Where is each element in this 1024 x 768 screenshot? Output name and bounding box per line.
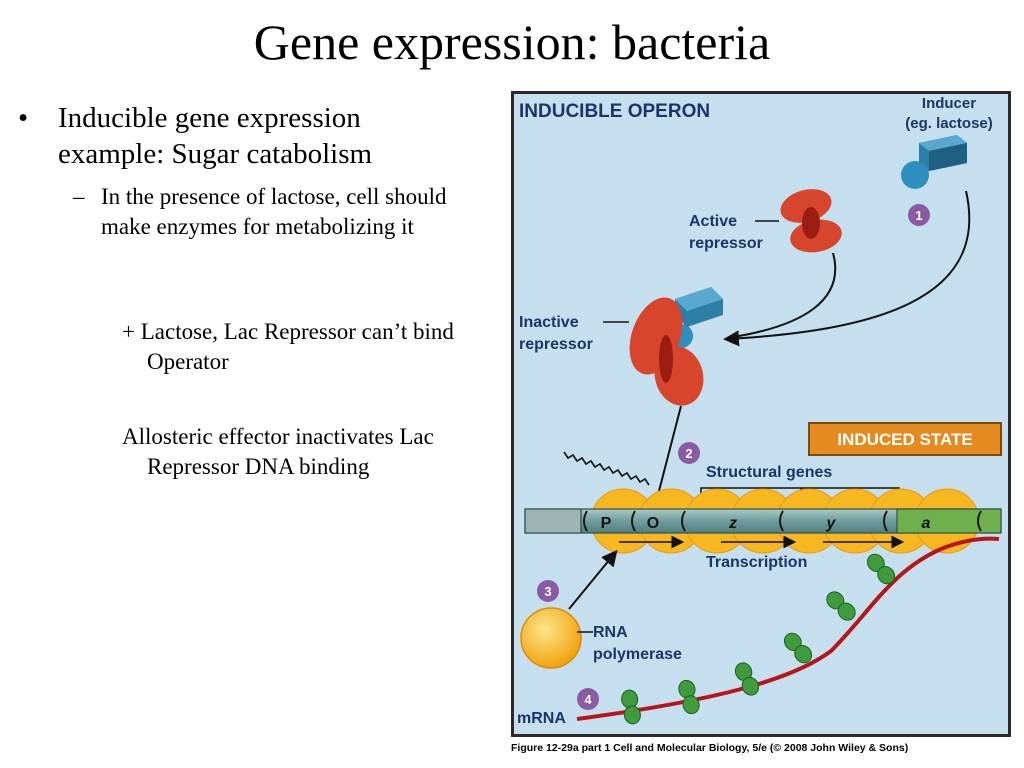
svg-text:2: 2 xyxy=(685,446,692,461)
step-1-badge: 1 xyxy=(908,204,930,226)
polymerase-to-dna-arrow xyxy=(568,549,618,610)
mrna-strand xyxy=(576,536,1000,721)
dna-label-a: a xyxy=(922,515,931,532)
active-repressor-line1: Active xyxy=(689,213,737,230)
dna-dividers xyxy=(583,510,982,532)
repressor-release-arrow xyxy=(658,405,682,492)
note-lactose: + Lactose, Lac Repressor can’t bind Oper… xyxy=(122,319,454,374)
inactive-repressor-line2: repressor xyxy=(519,336,593,353)
rna-polymerase-line2: polymerase xyxy=(593,646,682,663)
inducer-binding-arrow xyxy=(723,190,971,347)
inactive-repressor-line1: Inactive xyxy=(519,314,579,331)
structural-genes-label: Structural genes xyxy=(706,464,832,481)
sub-bullet-marker: – xyxy=(73,184,85,209)
promoter-segment xyxy=(524,508,582,534)
rna-polymerase-line1: RNA xyxy=(593,624,628,641)
figure-caption: Figure 12-29a part 1 Cell and Molecular … xyxy=(511,742,909,754)
svg-text:4: 4 xyxy=(584,692,592,707)
slide-title: Gene expression: bacteria xyxy=(253,14,771,70)
bullet-text-1: Inducible gene expression example: Sugar… xyxy=(58,102,373,170)
dna-label-p: P xyxy=(601,515,612,532)
inactive-repressor-icon xyxy=(629,287,723,406)
svg-text:1: 1 xyxy=(915,208,922,223)
dna-label-o: O xyxy=(647,515,659,532)
bullet-marker: • xyxy=(18,102,29,134)
squiggle-arrow xyxy=(563,451,650,486)
inducer-molecule-icon xyxy=(901,135,967,189)
induced-state-badge xyxy=(808,422,1002,456)
step-4-badge: 4 xyxy=(577,688,599,710)
step-3-badge: 3 xyxy=(537,580,559,602)
induced-state-label: INDUCED STATE xyxy=(837,430,972,449)
active-repressor-icon xyxy=(780,189,842,253)
repressor-to-inactive-arrow xyxy=(732,252,837,338)
active-repressor-line2: repressor xyxy=(689,235,763,252)
transcription-label: Transcription xyxy=(706,554,807,571)
sub-bullet-text-1: In the presence of lactose, cell should … xyxy=(101,184,447,239)
figure-heading: INDUCIBLE OPERON xyxy=(519,101,710,122)
step-2-badge: 2 xyxy=(678,442,700,464)
dna-label-y: y xyxy=(826,515,837,532)
svg-text:3: 3 xyxy=(544,584,551,599)
rna-polymerase-icon xyxy=(520,607,582,669)
gene-a-segment xyxy=(896,508,1002,534)
note-allosteric: Allosteric effector inactivates Lac Repr… xyxy=(122,424,434,479)
dna-label-z: z xyxy=(728,515,737,532)
ribosomes xyxy=(621,553,896,725)
inducer-label-line1: Inducer xyxy=(922,95,976,112)
figure-panel xyxy=(511,91,1011,737)
mrna-label: mRNA xyxy=(517,710,566,727)
inducible-operon-figure: INDUCIBLE OPERON Inducer (eg. lactose) 1… xyxy=(511,91,1011,737)
inducer-label-line2: (eg. lactose) xyxy=(905,115,993,132)
